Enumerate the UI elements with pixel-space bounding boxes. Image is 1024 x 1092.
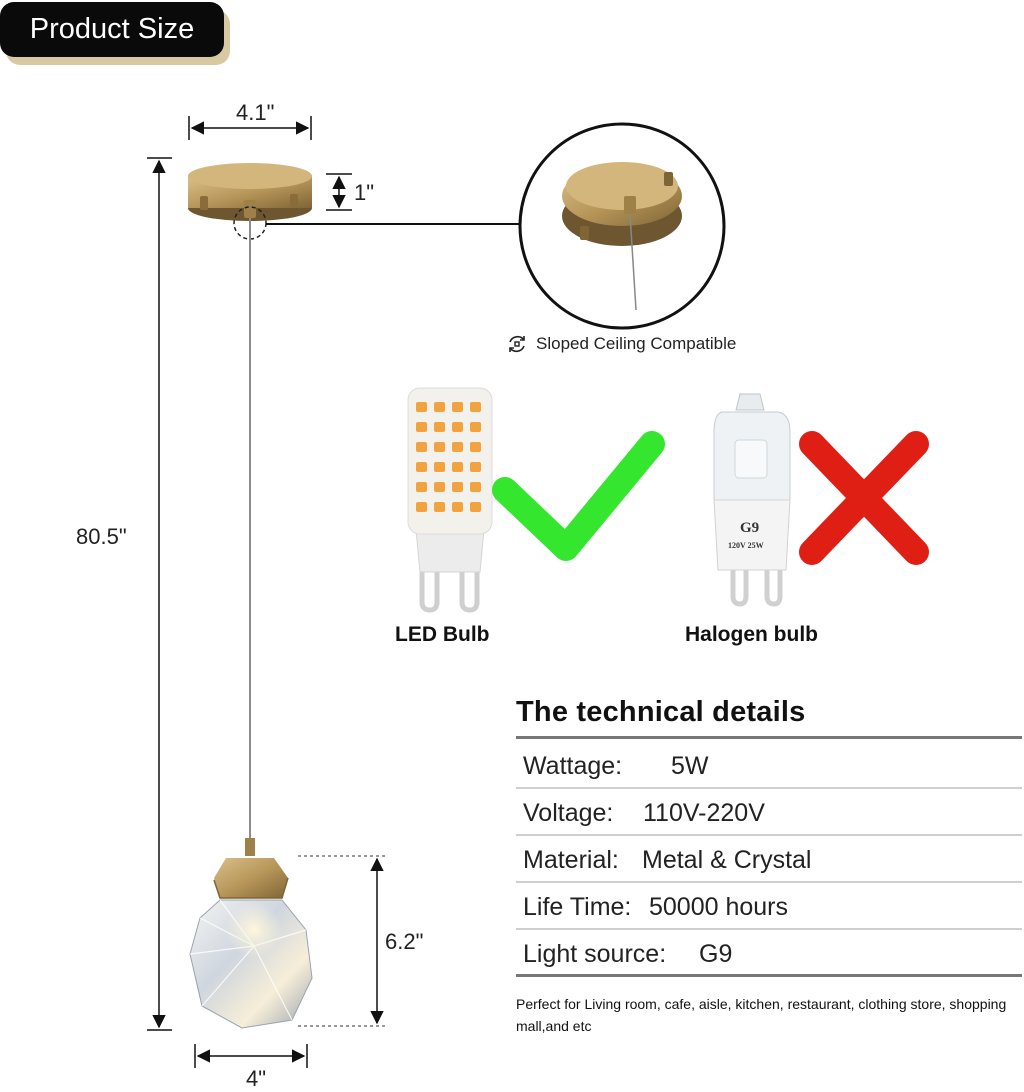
cross-icon [799, 431, 929, 565]
tech-row-key: Material: [523, 846, 619, 874]
tech-row-voltage: Voltage: 110V-220V [516, 789, 1022, 836]
tech-row-value: 5W [671, 752, 709, 780]
product-size-tag: Product Size [0, 2, 224, 57]
tech-row-key: Light source: [523, 940, 667, 968]
halogen-print-type: G9 [740, 520, 760, 536]
ceiling-canopy [188, 163, 312, 221]
sloped-ceiling-feature: Sloped Ceiling Compatible [506, 333, 736, 355]
rotate-icon [509, 335, 525, 353]
overall-height-label: 80.5" [76, 524, 127, 549]
usage-note: Perfect for Living room, cafe, aisle, ki… [516, 996, 1007, 1034]
shade-width-dimension [194, 1044, 308, 1068]
tech-row-life-time: Life Time: 50000 hours [516, 883, 1022, 930]
tech-row-value: G9 [699, 940, 733, 968]
halogen-print-rating: 120V 25W [728, 541, 764, 550]
led-bulb-label: LED Bulb [395, 623, 490, 646]
overall-height-dimension [147, 157, 172, 1031]
tech-row-value: Metal & Crystal [642, 846, 812, 874]
tech-title-divider [516, 736, 1022, 739]
tech-row-wattage: Wattage: 5W [516, 742, 1022, 789]
halogen-bulb-label: Halogen bulb [685, 623, 818, 646]
shade-width-label: 4" [246, 1066, 267, 1091]
led-bulb-image [407, 387, 493, 613]
shade-height-dimension [298, 855, 388, 1027]
check-icon [492, 431, 665, 561]
tech-row-value: 110V-220V [643, 799, 765, 827]
tech-row-value: 50000 hours [649, 893, 789, 921]
canopy-width-dimension [188, 116, 312, 140]
tech-row-material: Material: Metal & Crystal [516, 836, 1022, 883]
tech-details-title: The technical details [516, 696, 806, 728]
tech-row-key: Voltage: [523, 799, 614, 827]
detail-callout [233, 122, 726, 330]
tech-row-light-source: Light source: G9 [516, 930, 1022, 977]
tech-row-key: Wattage: [523, 752, 623, 780]
sloped-ceiling-text: Sloped Ceiling Compatible [536, 334, 737, 353]
tech-row-key: Life Time: [523, 893, 632, 921]
halogen-bulb-image [713, 393, 791, 607]
canopy-height-dimension [326, 173, 352, 211]
pendant-shade [189, 838, 313, 1029]
canopy-width-label: 4.1" [236, 100, 275, 125]
shade-height-label: 6.2" [385, 929, 424, 954]
canopy-height-label: 1" [354, 180, 375, 205]
